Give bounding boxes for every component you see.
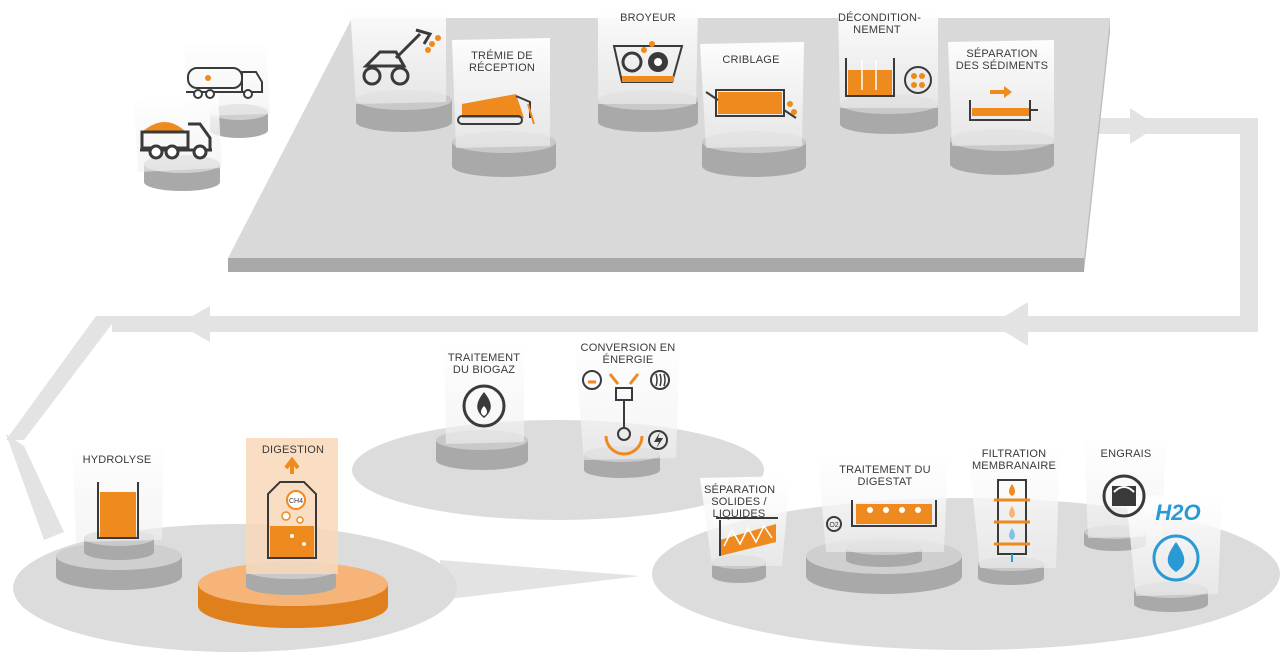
label-traitement-digestat: TRAITEMENT DU DIGESTAT (839, 464, 931, 488)
label-traitement-biogaz: TRAITEMENT DU BIOGAZ (447, 352, 521, 376)
screw-press-icon (716, 517, 778, 556)
gears-icon (612, 41, 684, 83)
svg-text:CH4: CH4 (289, 498, 303, 505)
fertilizer-icon (1102, 474, 1146, 518)
hydrolysis-tank-icon (97, 482, 139, 539)
methane-bubble-icon: CH4 (267, 456, 317, 559)
tanker-truck-icon (186, 67, 263, 99)
svg-text:O2: O2 (829, 522, 838, 529)
label-filtration: FILTRATION MEMBRANAIRE (971, 448, 1057, 472)
label-hydrolyse: HYDROLYSE (82, 454, 152, 466)
label-separation-solides: SÉPARATION SOLIDES / LIQUIDES (704, 484, 776, 520)
arrows-icon (904, 66, 932, 94)
digestat-tank-icon: O2 (826, 500, 937, 532)
heat-icon (650, 370, 670, 390)
dump-truck-icon (140, 122, 212, 160)
conveyor-icon (457, 94, 535, 125)
label-separation-sediments: SÉPARATION DES SÉDIMENTS (955, 48, 1049, 72)
water-drop-icon (1152, 534, 1200, 582)
label-criblage: CRIBLAGE (722, 54, 780, 66)
label-digestion: DIGESTION (261, 444, 325, 456)
tank-icon (845, 58, 895, 97)
label-tremie: TRÉMIE DE RÉCEPTION (469, 50, 535, 74)
screen-drum-icon (705, 89, 797, 119)
motor-icon (582, 370, 644, 456)
filter-column-icon (994, 479, 1030, 562)
loader-icon (362, 28, 441, 86)
settling-tank-icon (969, 86, 1038, 121)
label-conversion-energie: CONVERSION EN ÉNERGIE (580, 342, 676, 366)
label-engrais: ENGRAIS (1100, 448, 1152, 460)
flow-arrow (6, 108, 1258, 600)
label-broyeur: BROYEUR (620, 12, 676, 24)
label-deconditionnement: DÉCONDITION-NEMENT (838, 12, 922, 36)
flame-icon (462, 384, 506, 428)
label-h2o: H2O (1155, 500, 1201, 525)
lightning-icon (648, 430, 668, 450)
